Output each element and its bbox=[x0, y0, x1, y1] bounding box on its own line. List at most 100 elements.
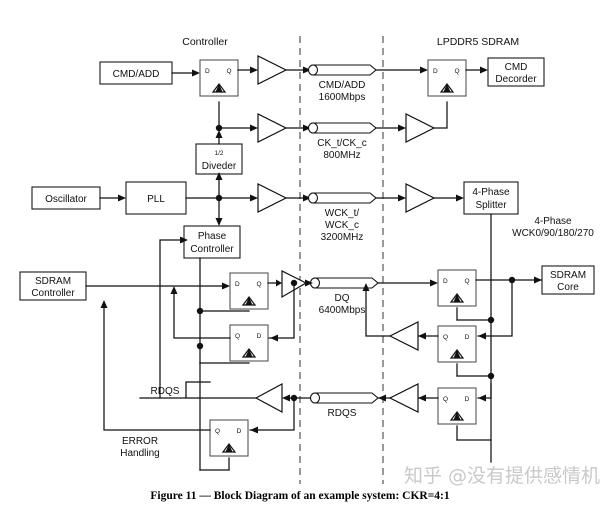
four-phase-annotation-2: WCK0/90/180/270 bbox=[512, 228, 594, 239]
wire-core-to-sdram-readff bbox=[477, 279, 513, 337]
ff-cmd-rx-d-pin: D bbox=[433, 68, 438, 75]
wire-errorff-to-sdramctrl bbox=[103, 307, 211, 431]
rdqs-path-label: RDQS bbox=[151, 386, 180, 397]
arrow-rdqs-bus-in bbox=[378, 394, 386, 402]
arrow-clk-ff-dq-tx bbox=[245, 297, 253, 305]
arrow-bus-wck-in bbox=[303, 194, 311, 202]
arrow-divider-in bbox=[215, 172, 223, 180]
arrow-buf2-in bbox=[250, 124, 258, 132]
ff-dq-rx-d-pin: D bbox=[257, 333, 262, 340]
bus-cmd-add-label-1: CMD/ADD bbox=[319, 80, 366, 91]
arrow-clk-sdram-ff-dqtx bbox=[453, 350, 461, 358]
bus-cmd-add bbox=[311, 64, 377, 76]
splitter-label-2: Splitter bbox=[475, 200, 507, 211]
arrow-bus-cmdadd-in bbox=[303, 66, 311, 74]
arrow-sdram-ff-dq-in bbox=[430, 279, 438, 287]
figure-caption: Figure 11 — Block Diagram of an example … bbox=[150, 490, 449, 502]
bus-dq-label-1: DQ bbox=[335, 293, 350, 304]
buffer-rdqs-rx bbox=[254, 382, 283, 414]
arrow-cmdadd-ff bbox=[192, 69, 200, 77]
junction-clkbus-2 bbox=[487, 372, 495, 380]
cmd-decoder-label-2: Decorder bbox=[495, 74, 537, 85]
divider-label: Diveder bbox=[202, 161, 237, 172]
sdram-core-label-1: SDRAM bbox=[550, 270, 586, 281]
bus-ck-endcap bbox=[307, 122, 319, 134]
arrow-decoder-in bbox=[480, 66, 488, 74]
bus-dq-label-2: 6400Mbps bbox=[319, 305, 366, 316]
bus-wck-label-3: 3200MHz bbox=[321, 232, 364, 243]
buffer-dq-sdram-tx bbox=[388, 321, 419, 351]
arrow-dqbus-from-sdram bbox=[362, 283, 370, 291]
phase-controller-label-2: Controller bbox=[190, 244, 234, 255]
arrow-ff-dq-tx-in bbox=[222, 282, 230, 290]
arrow-buf1-in bbox=[250, 66, 258, 74]
wire-rdqsnode-to-errorff bbox=[249, 397, 295, 431]
arrow-ck-rx-buf-in bbox=[398, 124, 406, 132]
wire-rdqs-strobe-route bbox=[185, 381, 211, 399]
ff-cmd-tx-d-pin: D bbox=[205, 68, 210, 75]
error-handling-label-2: Handling bbox=[120, 448, 159, 459]
arrow-clk-sdram-ff-rdqs bbox=[453, 412, 461, 420]
arrow-phasectrl-in bbox=[215, 218, 223, 226]
pll-block bbox=[125, 181, 187, 215]
buffer-wck-tx bbox=[257, 183, 288, 213]
arrow-sdram-dq-obuf-in bbox=[418, 332, 426, 340]
ff-dq-tx-q-pin: Q bbox=[256, 281, 261, 288]
bus-rdqs-label: RDQS bbox=[328, 408, 357, 419]
arrow-dq-buf-in bbox=[276, 279, 282, 287]
bus-wck-endcap bbox=[307, 192, 319, 204]
sdram-ff-rdqs-d-pin: D bbox=[465, 396, 470, 403]
four-phase-annotation-1: 4-Phase bbox=[534, 216, 572, 227]
arrow-bus-dq-in bbox=[305, 279, 313, 287]
bus-wck-label-1: WCK_t/ bbox=[325, 208, 360, 219]
arrow-clk-ff-cmd-rx bbox=[443, 84, 451, 92]
arrow-sdram-readff-in bbox=[478, 332, 486, 340]
flipflop-dq-rx-sdram bbox=[437, 269, 477, 307]
divider-block bbox=[195, 143, 243, 175]
arrow-wck-rx-buf-in bbox=[398, 194, 406, 202]
arrow-bus-ck-in bbox=[303, 124, 311, 132]
sdram-core-label-2: Core bbox=[557, 282, 579, 293]
bus-dq bbox=[313, 277, 379, 289]
wire-ckrx-to-ffclk bbox=[433, 101, 448, 129]
arrow-clk-ff-cmd-tx bbox=[215, 84, 223, 92]
splitter-label-1: 4-Phase bbox=[472, 187, 510, 198]
bus-ck-label-1: CK_t/CK_c bbox=[317, 138, 366, 149]
ff-error-d-pin: D bbox=[237, 428, 242, 435]
cmd-decoder-label-1: CMD bbox=[505, 62, 528, 73]
sdram-ff-dq-d-pin: D bbox=[443, 278, 448, 285]
buffer-wck-rx bbox=[405, 183, 436, 213]
buffer-ck-tx bbox=[257, 113, 288, 143]
phase-controller-block bbox=[183, 225, 241, 259]
wire-rdqs-to-phasectrl bbox=[159, 239, 181, 399]
arrow-ff-dq-rx-in bbox=[270, 334, 278, 342]
divider-ratio-label: 1/2 bbox=[214, 150, 223, 157]
junction-clkbus-1 bbox=[487, 316, 495, 324]
arrow-rdqs-ff-in bbox=[478, 394, 486, 402]
sdram-controller-label-1: SDRAM bbox=[35, 276, 71, 287]
bus-ck-label-2: 800MHz bbox=[323, 150, 360, 161]
arrow-pll-in bbox=[118, 194, 126, 202]
oscillator-label: Oscillator bbox=[45, 194, 87, 205]
error-handling-label-1: ERROR bbox=[122, 436, 158, 447]
arrow-splitter-in bbox=[456, 194, 464, 202]
arrow-rdqs-ctrl-buf-in bbox=[282, 394, 290, 402]
sdram-title: LPDDR5 SDRAM bbox=[437, 36, 519, 48]
bus-rdqs-endcap bbox=[309, 392, 321, 404]
bus-wck bbox=[311, 192, 377, 204]
controller-title: Controller bbox=[182, 36, 228, 48]
watermark-text: 知乎 @没有提供感情机器 bbox=[404, 465, 600, 487]
bus-rdqs bbox=[313, 392, 379, 404]
buffer-ck-rx bbox=[405, 113, 436, 143]
ff-cmd-tx-q-pin: Q bbox=[226, 68, 231, 75]
arrow-clk-ff-error bbox=[225, 444, 233, 452]
bus-wck-label-2: WCK_c bbox=[325, 220, 359, 231]
sdram-core-block bbox=[541, 265, 595, 295]
sdram-ff-dqtx-d-pin: D bbox=[465, 334, 470, 341]
bus-ck bbox=[311, 122, 377, 134]
arrow-buf3-in bbox=[250, 194, 258, 202]
ff-error-q-pin: Q bbox=[215, 428, 220, 435]
arrow-core-in bbox=[534, 276, 542, 284]
